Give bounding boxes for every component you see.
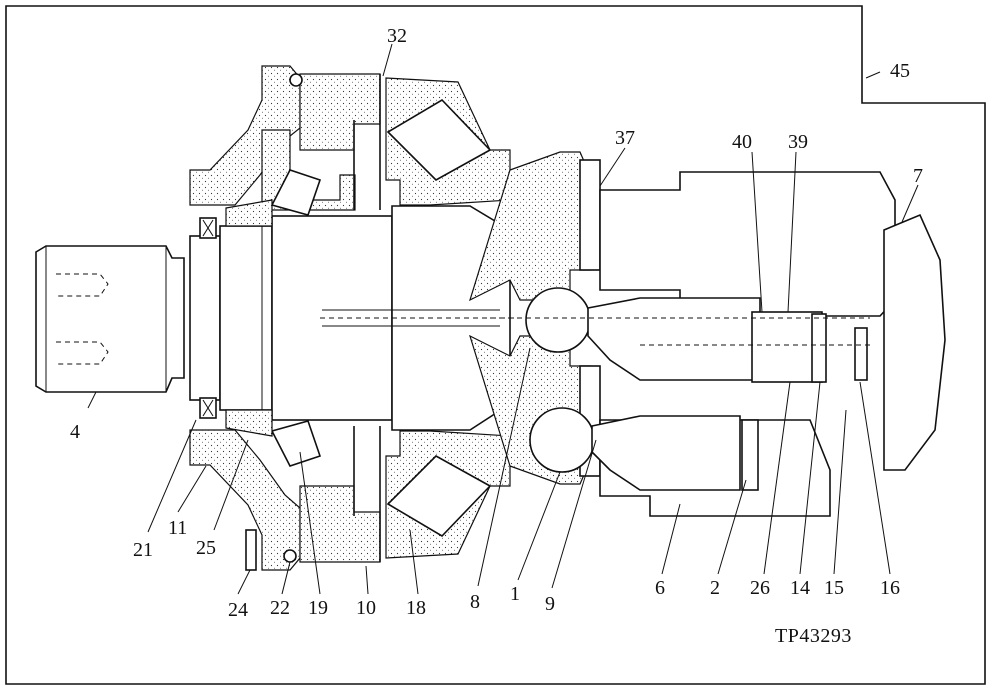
callout-10: 10 <box>356 597 376 619</box>
leader-lines <box>87 43 919 595</box>
callout-11: 11 <box>168 517 187 539</box>
callout-8: 8 <box>470 591 480 613</box>
callout-25: 25 <box>196 537 216 559</box>
callout-18: 18 <box>406 597 426 619</box>
callout-4: 4 <box>70 421 80 443</box>
callout-16: 16 <box>880 577 900 599</box>
callout-22: 22 <box>270 597 290 619</box>
callout-40: 40 <box>732 131 752 153</box>
callout-32: 32 <box>387 25 407 47</box>
callout-24: 24 <box>228 599 248 621</box>
callout-14: 14 <box>790 577 810 599</box>
callout-45: 45 <box>890 60 910 82</box>
callout-39: 39 <box>788 131 808 153</box>
callout-9: 9 <box>545 593 555 615</box>
output-shaft <box>35 245 185 393</box>
callout-19: 19 <box>308 597 328 619</box>
cylinder-block <box>490 171 946 517</box>
callout-labels: 32 45 37 40 39 7 4 21 11 25 24 22 19 10 … <box>70 25 923 647</box>
gear-housing <box>189 65 511 216</box>
callout-7: 7 <box>913 165 923 187</box>
gear-housing-lower <box>189 420 511 571</box>
carrier-assembly <box>189 199 520 437</box>
figure-id: TP43293 <box>775 625 852 647</box>
callout-6: 6 <box>655 577 665 599</box>
callout-2: 2 <box>710 577 720 599</box>
callout-21: 21 <box>133 539 153 561</box>
drawing-border <box>5 5 986 685</box>
callout-37: 37 <box>615 127 635 149</box>
callout-15: 15 <box>824 577 844 599</box>
callout-1: 1 <box>510 583 520 605</box>
callout-26: 26 <box>750 577 770 599</box>
